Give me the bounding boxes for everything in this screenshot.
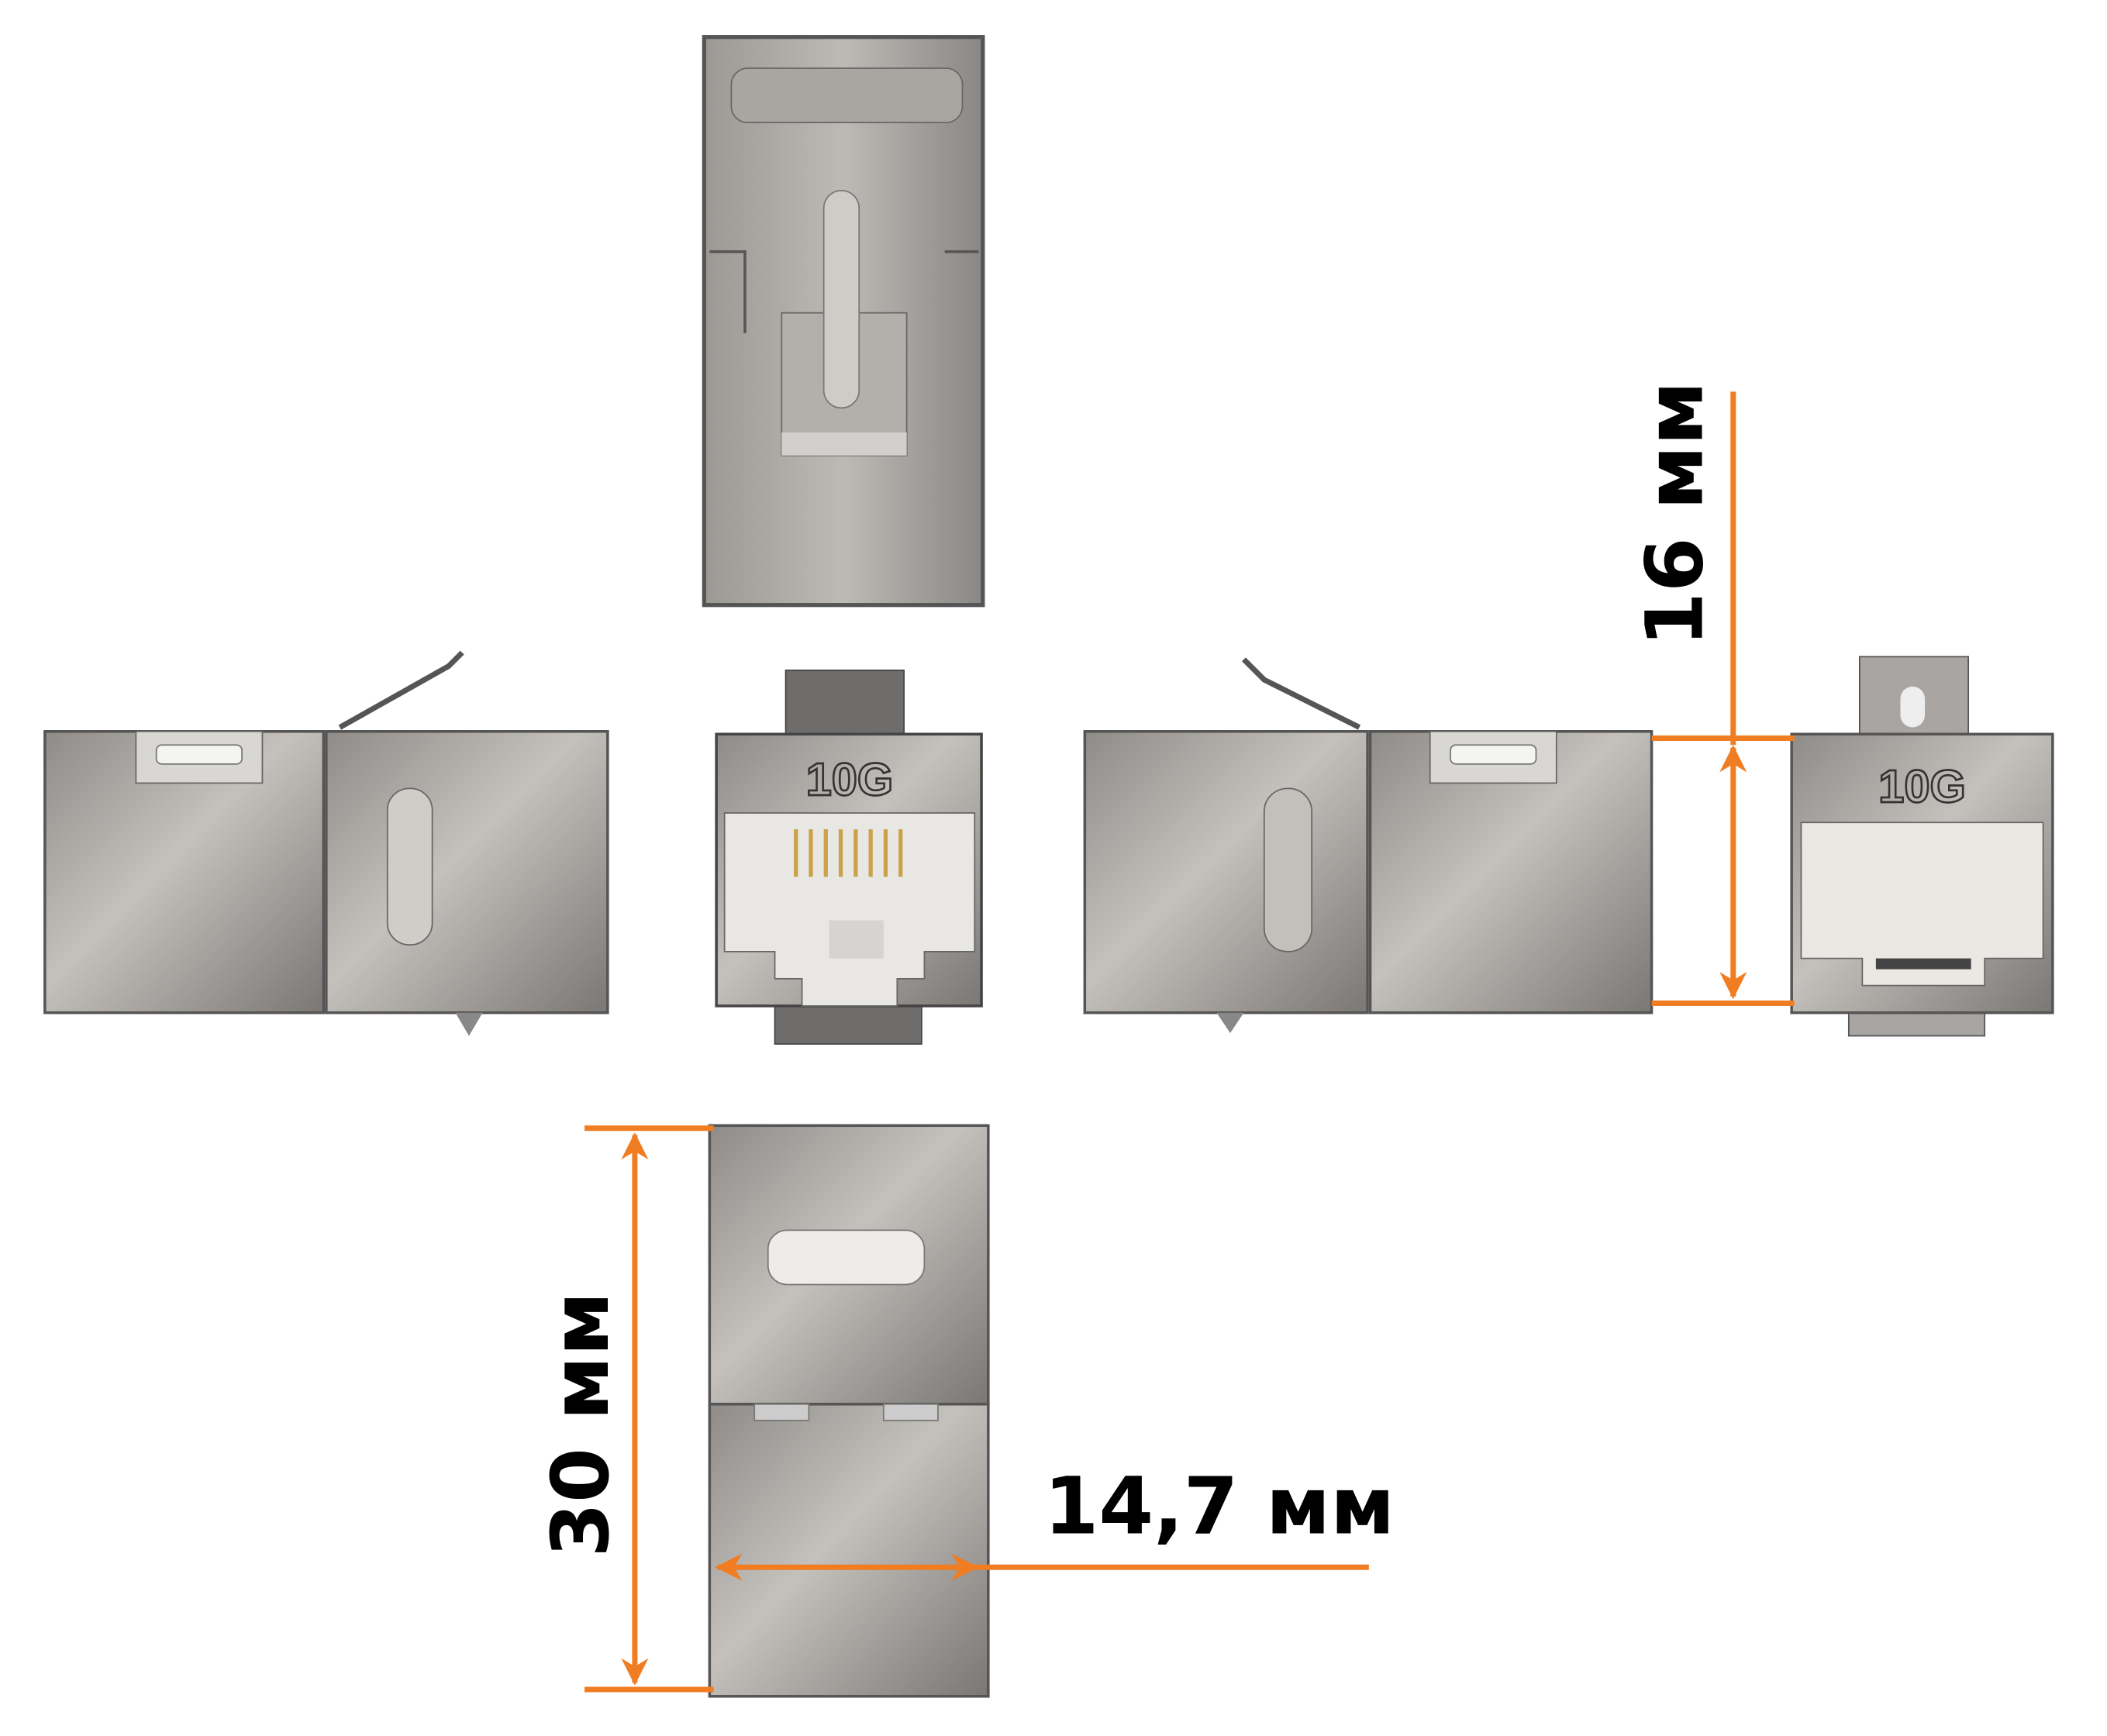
top-view bbox=[702, 35, 985, 608]
bottom-view bbox=[708, 1124, 990, 1698]
dimension-length bbox=[585, 1125, 714, 1693]
gold-contacts bbox=[794, 829, 903, 877]
badge-10g: 10G bbox=[806, 753, 894, 805]
right-side-view bbox=[1083, 657, 1654, 1034]
badge-10g-right: 10G bbox=[1878, 760, 1966, 812]
right-front-view: 10G bbox=[1790, 656, 2054, 1037]
left-side-view bbox=[43, 650, 609, 1036]
front-view: 10G bbox=[715, 669, 983, 1045]
dimension-length-label: 30 мм bbox=[535, 1291, 626, 1557]
dimension-width-label: 14,7 мм bbox=[1044, 1460, 1395, 1552]
dimension-height bbox=[1651, 391, 1795, 1006]
dimension-height-label: 16 мм bbox=[1629, 381, 1720, 647]
